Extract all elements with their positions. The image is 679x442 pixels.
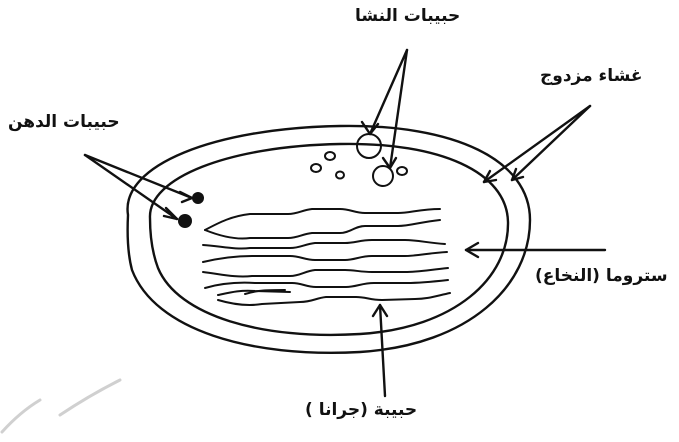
granum-stacks: [203, 209, 450, 305]
label-starch-grains: حبيبات النشا: [355, 6, 460, 26]
label-stroma: ستروما (النخاع): [535, 266, 668, 286]
label-lipid-droplets: حبيبات الدهن: [8, 112, 120, 132]
inner-membrane: [150, 144, 508, 335]
pointer-lines: [85, 50, 605, 396]
label-double-membrane: غشاء مزدوج: [540, 66, 643, 86]
label-granum: حبيبة (جرانا ): [305, 400, 417, 420]
watermark-marks: [2, 380, 120, 432]
